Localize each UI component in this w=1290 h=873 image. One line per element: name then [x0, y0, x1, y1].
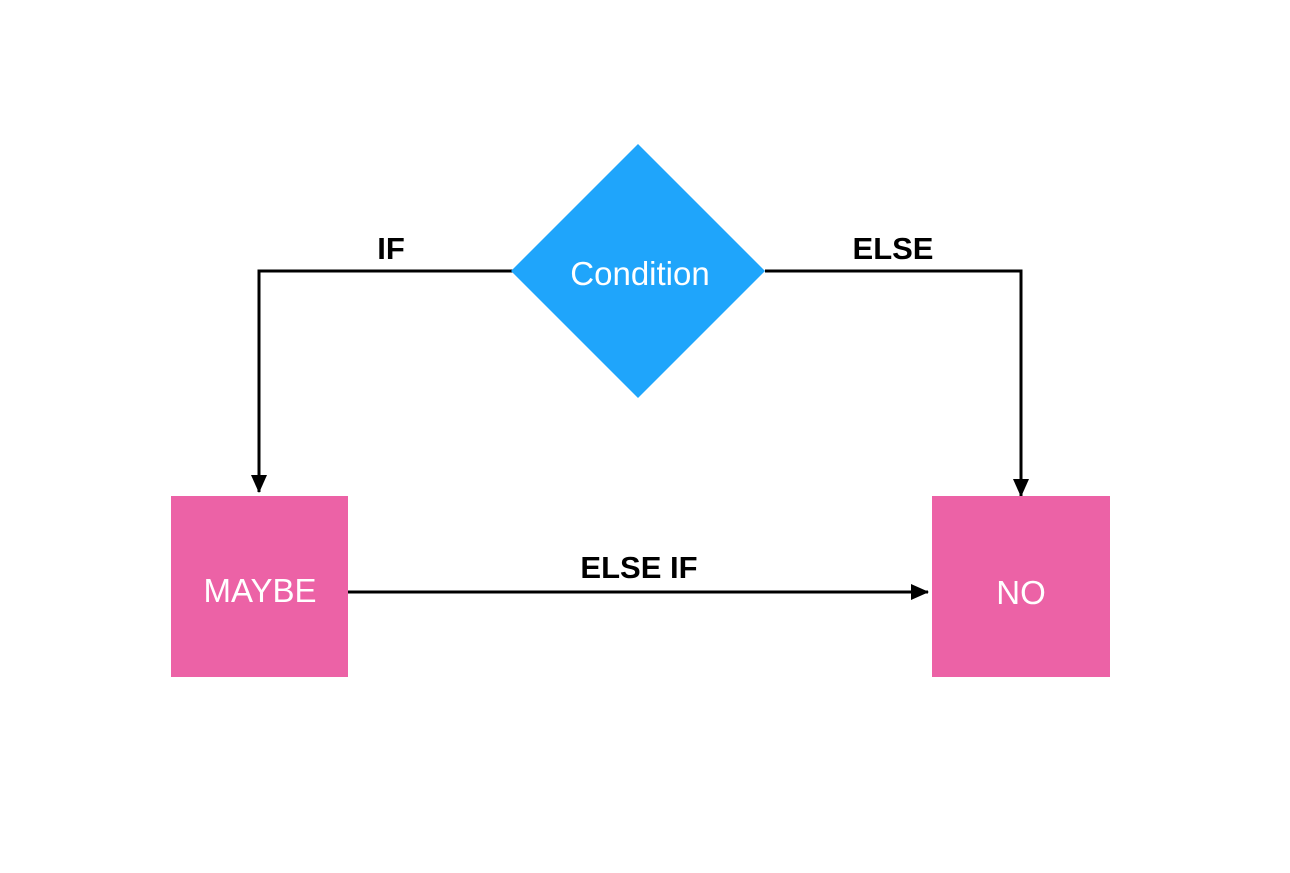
condition-label: Condition	[570, 255, 709, 292]
no-box	[932, 496, 1110, 677]
else-if-label: ELSE IF	[580, 550, 697, 585]
no-label: NO	[996, 574, 1046, 611]
if-label: IF	[377, 231, 405, 266]
maybe-box	[171, 496, 348, 677]
else-label: ELSE	[853, 231, 934, 266]
condition-diamond	[511, 144, 765, 398]
else-connector	[765, 269, 1029, 497]
maybe-label: MAYBE	[203, 572, 316, 609]
if-connector	[251, 269, 513, 493]
